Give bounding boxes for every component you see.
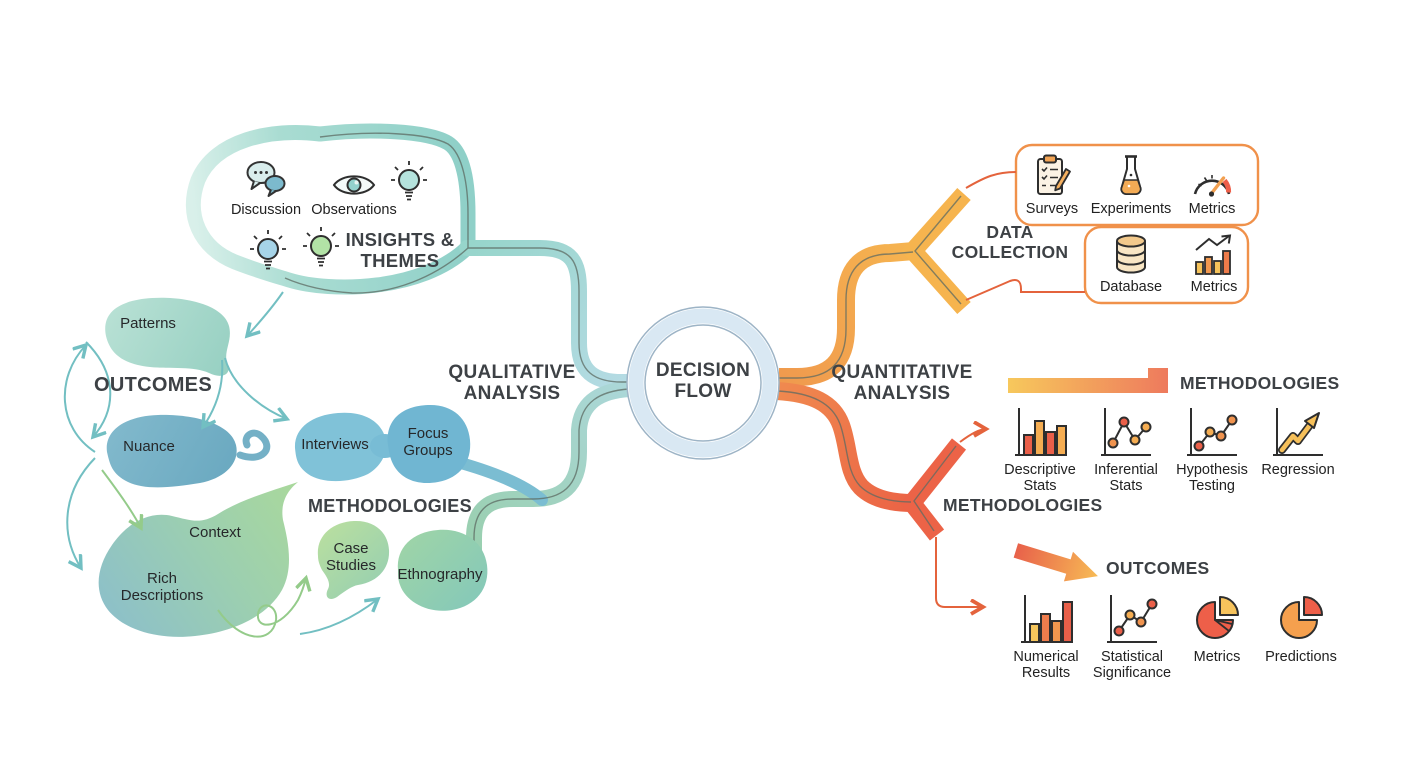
metrics-gauge-icon — [1190, 153, 1234, 198]
context-label: Context — [189, 524, 241, 541]
node-surveys: Surveys — [1018, 153, 1086, 217]
chat-bubbles-icon — [244, 157, 288, 199]
metrics-growth-chart-icon — [1192, 232, 1236, 276]
arrow-to-numerical-results — [935, 537, 983, 607]
numerical-results-label: Numerical Results — [1013, 649, 1079, 682]
methodologies-flow-bar — [1008, 368, 1168, 393]
node-regression: Regression — [1258, 403, 1338, 478]
nuance-label: Nuance — [123, 438, 175, 455]
eye-icon — [332, 157, 376, 199]
statistical-significance-label: Statistical Significance — [1092, 649, 1172, 682]
interviews-label: Interviews — [301, 436, 369, 453]
node-metrics-growth: Metrics — [1179, 232, 1249, 295]
line-dot-chart-icon — [1183, 403, 1241, 459]
connector-box-1 — [965, 171, 1017, 189]
patterns-label: Patterns — [120, 315, 176, 332]
analysis-band-split — [900, 438, 967, 541]
data-collection-label: DATA COLLECTION — [951, 222, 1069, 262]
pie-chart-icon — [1190, 590, 1244, 646]
insights-themes-label: INSIGHTS & THEMES — [345, 229, 455, 271]
lightbulb-icon — [302, 223, 340, 269]
focus-groups-label: Focus Groups — [403, 425, 453, 459]
hypothesis-testing-label: Hypothesis Testing — [1176, 462, 1248, 495]
node-idea-bulb-3 — [301, 223, 341, 269]
ethnography-label: Ethnography — [397, 566, 483, 583]
node-statistical-significance: Statistical Significance — [1086, 590, 1178, 681]
lightbulb-icon — [249, 226, 287, 272]
ethnography-blob — [397, 529, 488, 611]
node-inferential-stats: Inferential Stats — [1086, 403, 1166, 494]
discussion-label: Discussion — [230, 202, 302, 218]
line-dot-chart-icon — [1097, 403, 1155, 459]
methodologies-left-label: METHODOLOGIES — [308, 496, 472, 516]
methodologies-mid-label: METHODOLOGIES — [943, 495, 1103, 515]
quantitative-analysis-label: QUANTITATIVE ANALYSIS — [831, 362, 973, 405]
node-idea-bulb-1 — [389, 157, 429, 203]
flow-centerlines — [284, 132, 962, 558]
experiment-flask-icon — [1111, 153, 1151, 198]
node-numerical-results: Numerical Results — [1006, 590, 1086, 681]
methodologies-top-label: METHODOLOGIES — [1180, 373, 1340, 393]
surveys-label: Surveys — [1025, 201, 1079, 217]
connector-box-2 — [965, 279, 1085, 301]
metrics-label: Metrics — [1188, 201, 1236, 217]
focus-groups-blob — [387, 404, 471, 484]
node-experiments: Experiments — [1090, 153, 1172, 217]
database-label: Database — [1099, 279, 1163, 295]
patterns-blob — [105, 297, 230, 376]
descriptive-stats-label: Descriptive Stats — [1004, 462, 1076, 495]
pie-chart-icon — [1274, 590, 1328, 646]
survey-clipboard-icon — [1031, 153, 1073, 198]
nuance-blob — [106, 414, 237, 488]
lightbulb-icon — [390, 157, 428, 203]
bar-chart-icon — [1017, 590, 1075, 646]
qualitative-blobs — [98, 297, 488, 637]
node-hypothesis-testing: Hypothesis Testing — [1172, 403, 1252, 494]
node-metrics-gauge: Metrics — [1178, 153, 1246, 217]
qualitative-arrows — [63, 291, 378, 638]
arrow-to-descriptive-stats — [959, 429, 986, 443]
bar-chart-icon — [1011, 403, 1069, 459]
inferential-stats-label: Inferential Stats — [1094, 462, 1158, 495]
node-observations: Observations — [311, 157, 397, 218]
line-dot-chart-icon — [1103, 590, 1161, 646]
metrics-label: Metrics — [1190, 279, 1238, 295]
observations-label: Observations — [311, 202, 397, 218]
rich-descriptions-label: Rich Descriptions — [120, 570, 204, 604]
database-icon — [1112, 232, 1150, 276]
node-discussion: Discussion — [228, 157, 304, 218]
decision-circle — [626, 306, 780, 460]
interviews-blob — [294, 412, 387, 482]
regression-label: Regression — [1261, 462, 1335, 478]
outcomes-left-label: OUTCOMES — [94, 374, 212, 396]
outcomes-arrow — [1013, 543, 1098, 582]
node-database: Database — [1096, 232, 1166, 295]
node-predictions-pie: Predictions — [1262, 590, 1340, 665]
insights-loop-band — [185, 125, 475, 295]
experiments-label: Experiments — [1090, 201, 1172, 217]
nuance-swirl — [236, 429, 271, 461]
node-idea-bulb-2 — [248, 226, 288, 272]
case-studies-blob — [317, 520, 390, 600]
metrics-label: Metrics — [1193, 649, 1241, 665]
predictions-label: Predictions — [1265, 649, 1337, 665]
node-descriptive-stats: Descriptive Stats — [1000, 403, 1080, 494]
analysis-band — [776, 382, 914, 512]
node-metrics-pie: Metrics — [1180, 590, 1254, 665]
outcomes-right-label: OUTCOMES — [1106, 558, 1210, 578]
regression-arrow-icon — [1269, 403, 1327, 459]
context-rich-descriptions-blob — [98, 482, 298, 637]
case-studies-label: Case Studies — [325, 540, 377, 574]
center-title: DECISION FLOW — [655, 360, 751, 403]
qualitative-analysis-label: QUALITATIVE ANALYSIS — [448, 362, 576, 405]
